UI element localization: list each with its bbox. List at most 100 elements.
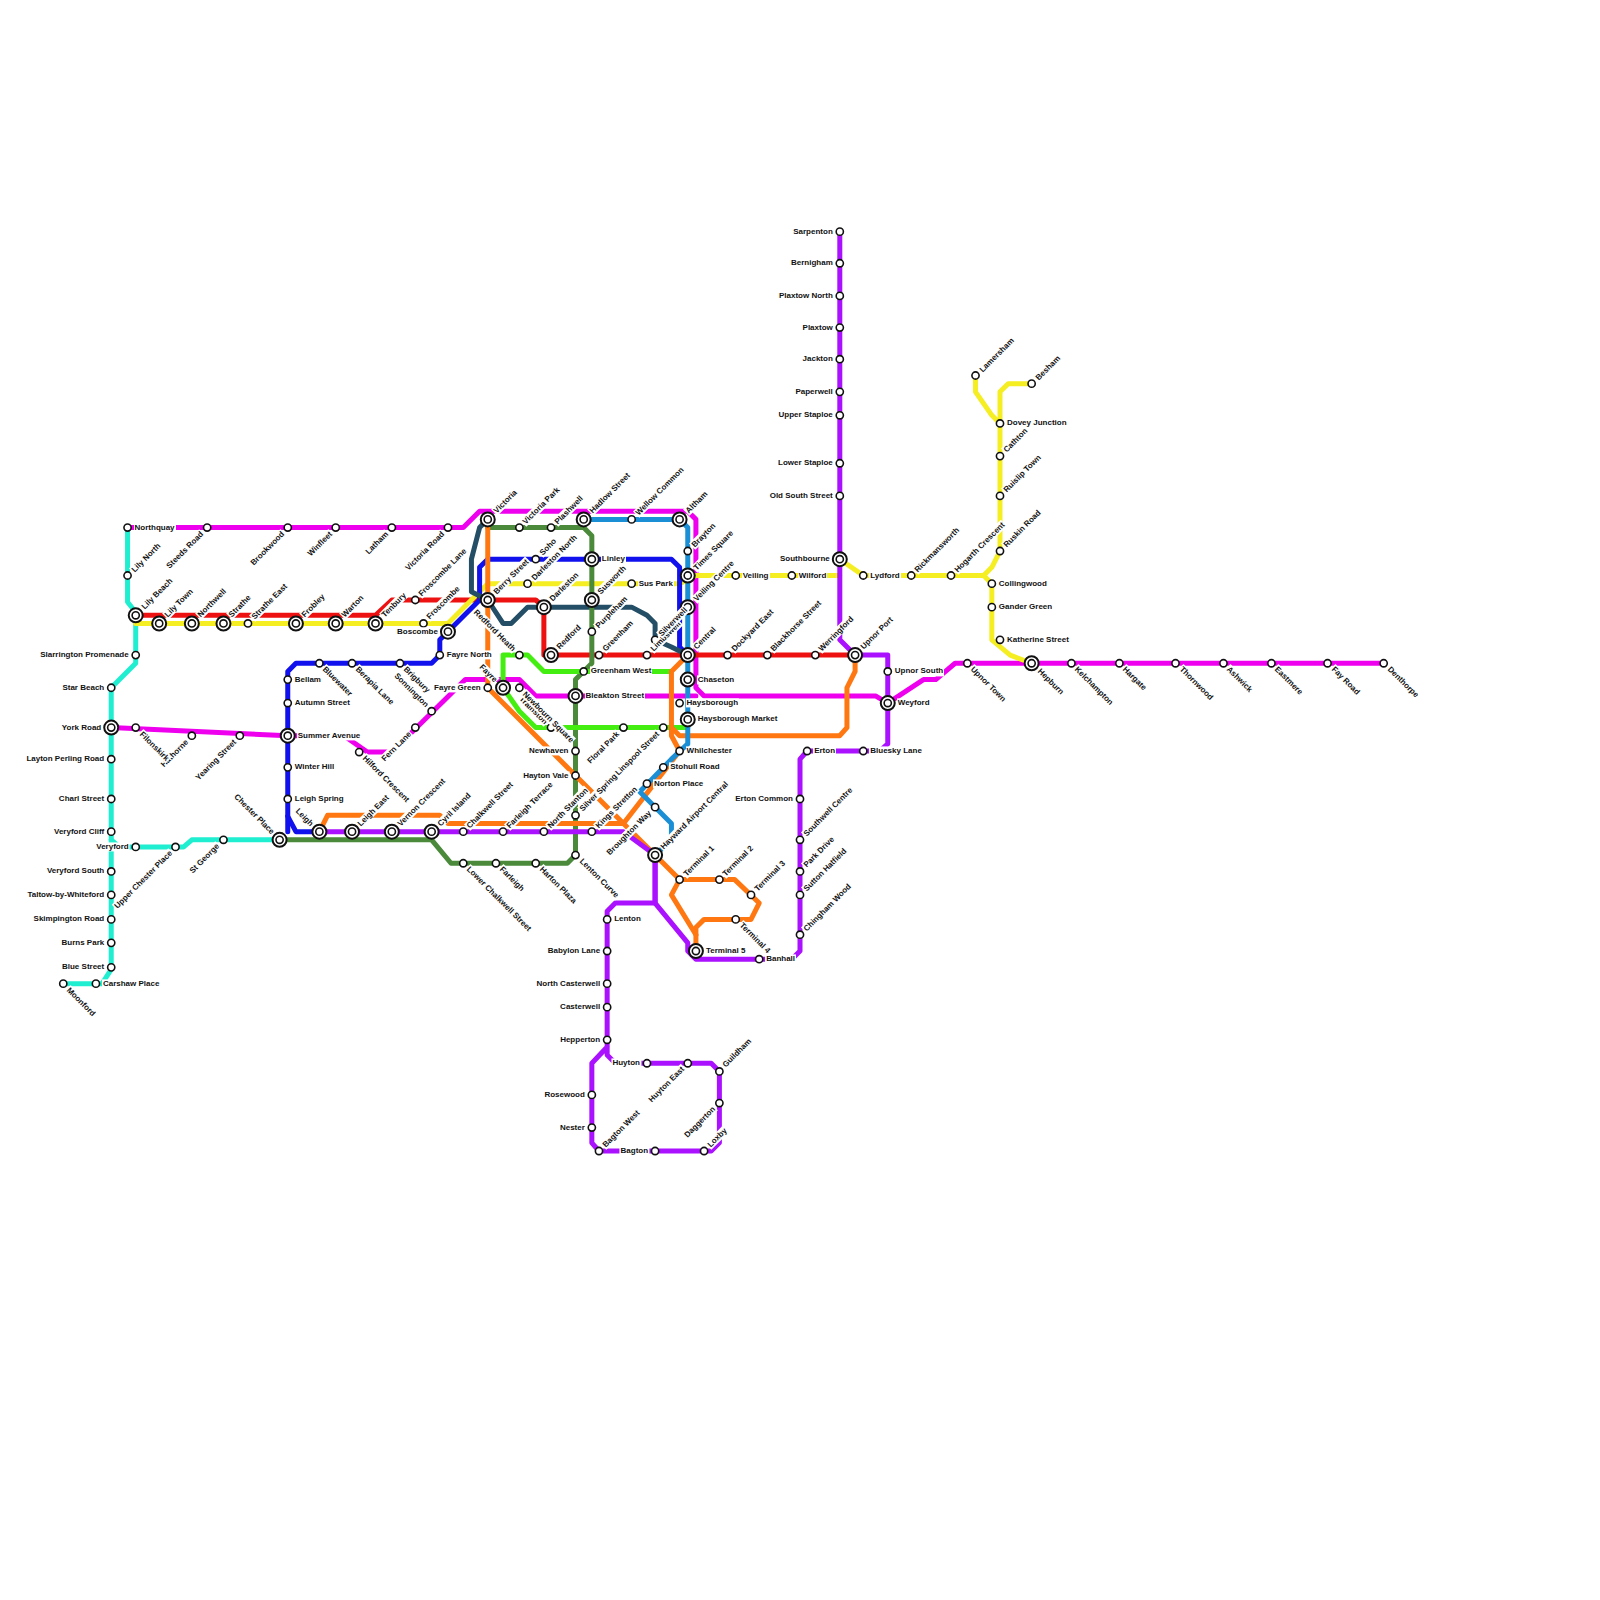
station-dot xyxy=(724,652,731,659)
station-marker xyxy=(684,547,691,554)
station-label: Collingwood xyxy=(998,579,1048,588)
station-dot xyxy=(444,524,451,531)
station-marker xyxy=(988,580,995,587)
station-marker xyxy=(585,552,599,566)
station-label: Skimpington Road xyxy=(33,915,106,924)
station-label: Harton Plaza xyxy=(537,864,579,906)
station-label: Bernigham xyxy=(790,259,834,268)
station-marker xyxy=(216,616,230,630)
station-dot xyxy=(716,876,723,883)
station-marker xyxy=(460,860,467,867)
station-marker xyxy=(604,947,611,954)
station-label: Dovey Junction xyxy=(1006,419,1068,428)
station-dot xyxy=(604,1036,611,1043)
station-label: Autumn Street xyxy=(294,698,351,707)
station-marker xyxy=(104,721,118,735)
interchange-ring xyxy=(684,652,691,659)
station-label: Winfleet xyxy=(305,529,335,559)
interchange-ring xyxy=(348,828,355,835)
station-label: Banhall xyxy=(765,955,796,964)
station-marker xyxy=(681,648,695,662)
station-marker xyxy=(204,524,211,531)
station-marker xyxy=(676,699,683,706)
station-marker xyxy=(537,600,551,614)
station-label: Leigh East xyxy=(355,792,392,829)
station-dot xyxy=(788,572,795,579)
station-marker xyxy=(441,625,455,639)
station-label: Berapia Lane xyxy=(353,664,396,707)
station-label: Upnor Port xyxy=(858,615,895,652)
station-dot xyxy=(425,825,439,839)
station-dot xyxy=(643,652,650,659)
station-dot xyxy=(796,891,803,898)
station-dot xyxy=(796,795,803,802)
station-label: Steeds Road xyxy=(164,529,206,571)
metro-line xyxy=(984,576,1032,664)
station-dot xyxy=(420,620,427,627)
station-marker xyxy=(481,512,495,526)
station-marker xyxy=(499,828,506,835)
station-label: Huyton xyxy=(611,1059,641,1068)
station-label: Lydford xyxy=(869,571,900,580)
station-label: Terminal 1 xyxy=(681,843,717,879)
station-marker xyxy=(812,652,819,659)
station-label: Layton Perling Road xyxy=(25,755,105,764)
station-marker xyxy=(660,724,667,731)
station-marker xyxy=(833,552,847,566)
station-label: Fern Lane xyxy=(379,729,414,764)
station-label: Southbourne xyxy=(779,555,831,564)
station-label: Bagton West xyxy=(600,1108,642,1150)
station-dot xyxy=(796,836,803,843)
station-dot xyxy=(1068,660,1075,667)
station-dot xyxy=(460,860,467,867)
station-label: Lower Staploe xyxy=(777,459,834,468)
station-label: Latham xyxy=(363,529,391,557)
station-marker xyxy=(524,580,531,587)
station-dot xyxy=(812,652,819,659)
station-label: Veryford South xyxy=(46,867,105,876)
station-marker xyxy=(188,732,195,739)
station-label: Fayre North xyxy=(446,651,493,660)
station-label: Slarrington Promenade xyxy=(39,651,129,660)
interchange-ring xyxy=(684,716,691,723)
station-dot xyxy=(428,708,435,715)
station-marker xyxy=(700,1147,707,1154)
station-label: Lenton Curve xyxy=(576,856,620,900)
metro-line xyxy=(128,511,1384,703)
station-marker xyxy=(796,868,803,875)
station-marker xyxy=(732,916,739,923)
station-marker xyxy=(532,860,539,867)
station-marker xyxy=(860,572,867,579)
station-label: Denthorpe xyxy=(1385,664,1421,700)
interchange-ring xyxy=(108,724,115,731)
station-marker xyxy=(788,572,795,579)
interchange-ring xyxy=(684,572,691,579)
station-marker xyxy=(652,1147,659,1154)
station-dot xyxy=(284,699,291,706)
station-dot xyxy=(345,825,359,839)
station-marker xyxy=(572,852,579,859)
interchange-ring xyxy=(547,652,554,659)
station-dot xyxy=(481,593,495,607)
metro-line xyxy=(288,559,688,831)
station-label: Hayton Vale xyxy=(522,771,569,780)
station-dot xyxy=(884,668,891,675)
interchange-ring xyxy=(588,596,595,603)
station-dot xyxy=(700,1147,707,1154)
station-marker xyxy=(108,684,115,691)
station-marker xyxy=(284,795,291,802)
station-dot xyxy=(516,684,523,691)
station-marker xyxy=(681,569,695,583)
station-dot xyxy=(588,628,595,635)
station-label: York Road xyxy=(61,723,102,732)
station-label: Bellam xyxy=(294,675,322,684)
station-marker xyxy=(1220,660,1227,667)
station-label: Floral Park xyxy=(585,729,622,766)
station-dot xyxy=(732,572,739,579)
station-dot xyxy=(273,833,287,847)
station-dot xyxy=(540,828,547,835)
station-dot xyxy=(516,652,523,659)
station-dot xyxy=(484,684,491,691)
station-label: Veryford Cliff xyxy=(53,827,105,836)
station-label: Carshaw Place xyxy=(102,979,160,988)
